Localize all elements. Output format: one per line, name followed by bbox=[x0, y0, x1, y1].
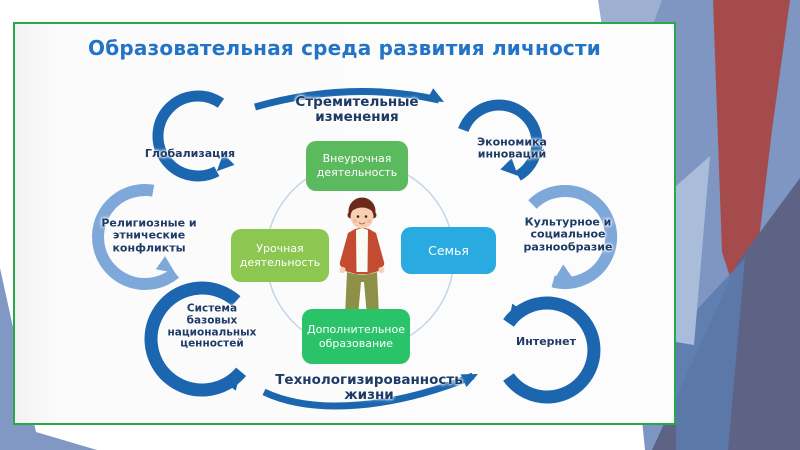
factor-technologization: Технологизированность жизни bbox=[275, 371, 463, 403]
factor-national-values: Система базовых национальных ценностей bbox=[167, 302, 257, 350]
slide-title: Образовательная среда развития личности bbox=[88, 36, 601, 60]
child-character bbox=[339, 197, 385, 322]
religious-conflicts-circular-arrow-icon bbox=[92, 184, 180, 290]
technologization-arrow-icon bbox=[262, 372, 478, 410]
factor-internet: Интернет bbox=[516, 334, 576, 348]
box-family: Семья bbox=[401, 227, 496, 274]
factor-innovation-economy: Экономика инноваций bbox=[477, 135, 547, 161]
cultural-diversity-circular-arrow-icon bbox=[528, 185, 618, 289]
factor-religious-conflicts: Религиозные и этнические конфликты bbox=[101, 216, 197, 255]
slide-content-frame: Образовательная среда развития личности bbox=[13, 22, 676, 425]
globalization-circular-arrow-icon bbox=[152, 90, 235, 182]
factor-globalization: Глобализация bbox=[144, 146, 236, 160]
internet-circular-arrow-icon bbox=[503, 296, 601, 404]
box-lesson-activity: Урочная деятельность bbox=[231, 229, 329, 282]
innovation-economy-circular-arrow-icon bbox=[458, 99, 543, 181]
box-additional-education: Дополнительное образование bbox=[302, 309, 410, 364]
factor-cultural-diversity: Культурное и социальное разнообразие bbox=[523, 215, 613, 254]
national-values-circular-arrow-icon bbox=[144, 281, 247, 397]
box-extracurricular-activity: Внеурочная деятельность bbox=[306, 141, 408, 191]
factor-rapid-changes: Стремительные изменения bbox=[295, 93, 419, 125]
rapid-changes-arrow-icon bbox=[254, 87, 444, 111]
